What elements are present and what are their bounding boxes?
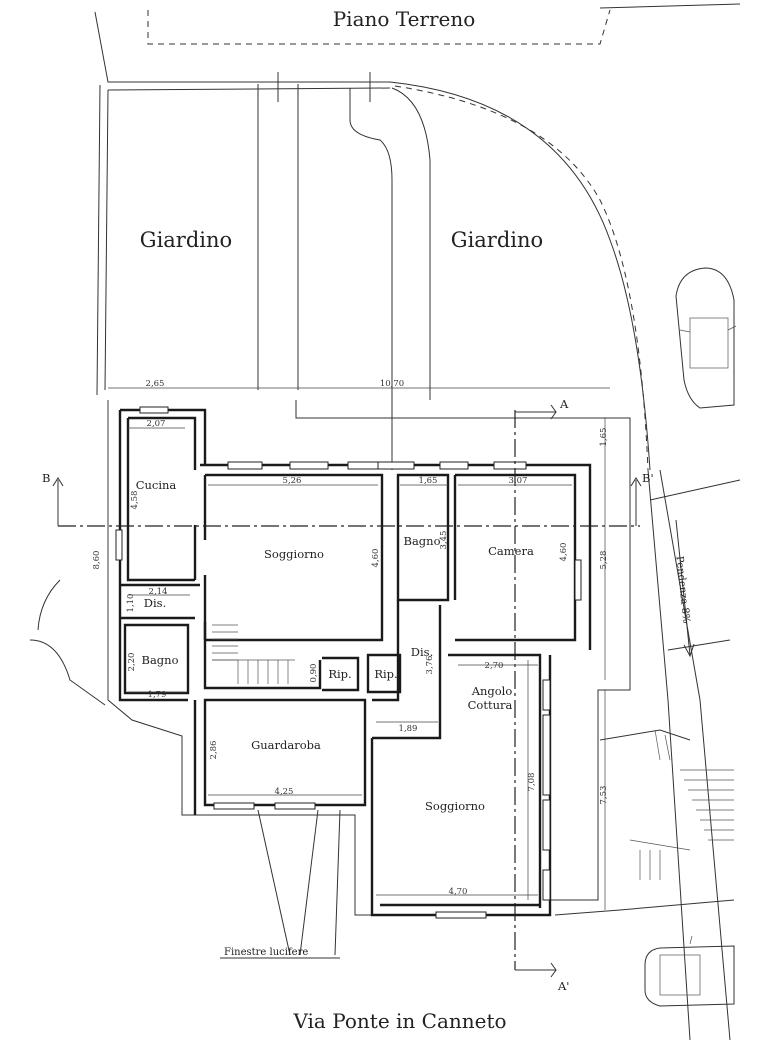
dim-2-70: 2,70 <box>485 661 504 671</box>
pendenza-arrow <box>675 519 691 656</box>
section-b-label-left: B <box>42 471 50 485</box>
east-hatch-line-2 <box>667 639 731 651</box>
west-retaining-curve-2 <box>37 579 61 631</box>
dim-1-79: 1,79 <box>148 690 167 700</box>
finestre-lucifere-callout <box>220 809 341 959</box>
section-b-left-arrow <box>52 477 64 526</box>
dim-4-60-camera: 4,60 <box>559 543 569 562</box>
east-hatch-line <box>649 479 741 501</box>
finestre-lucifere-note: Finestre lucifere <box>224 947 308 958</box>
dim-1-65-vertical: 1,65 <box>599 428 609 447</box>
windows <box>115 406 582 919</box>
dim-3-76: 3,76 <box>425 656 435 675</box>
dim-5-26: 5,26 <box>283 476 302 486</box>
east-boundary-1 <box>647 469 691 1041</box>
dim-3-45: 3,45 <box>439 531 449 550</box>
dim-4-25: 4,25 <box>275 787 294 797</box>
dim-5-28: 5,28 <box>599 551 609 570</box>
dim-2-14: 2,14 <box>149 587 168 597</box>
dim-7-08: 7,08 <box>527 773 537 792</box>
wall-angolo-cottura <box>448 653 542 908</box>
dim-2-07: 2,07 <box>147 419 166 429</box>
car-top-right <box>675 267 737 409</box>
dim-2-65: 2,65 <box>146 379 165 389</box>
west-retaining-curve <box>29 639 106 706</box>
plan-title: Piano Terreno <box>333 7 476 31</box>
wall-rip-1 <box>322 656 360 692</box>
section-a-label-top: A <box>559 397 569 411</box>
dim-8-60: 8,60 <box>92 551 102 570</box>
dim-1-10: 1,10 <box>126 594 136 613</box>
section-a-top-arrow <box>515 404 557 420</box>
garden-label-west: Giardino <box>140 228 232 252</box>
section-b-label-right: B' <box>642 471 654 485</box>
room-soggiorno-south: Soggiorno <box>425 799 485 813</box>
section-a-bottom-arrow <box>515 962 557 978</box>
pendenza-note: Pendenza 8% <box>673 556 691 624</box>
wall-cucina-inner <box>128 416 197 470</box>
east-boundary-2 <box>659 469 731 1041</box>
car-bottom-right <box>644 935 735 1007</box>
drive-inner-edge <box>349 88 393 470</box>
drive-curve-outer <box>389 81 651 471</box>
wall-west <box>118 410 188 702</box>
garden-boundary-inner <box>107 87 391 91</box>
building-outline-west <box>107 400 372 916</box>
dim-4-70: 4,70 <box>449 887 468 897</box>
wall-soggiorno-inner <box>205 473 384 642</box>
garden-label-east: Giardino <box>451 228 543 252</box>
room-camera: Camera <box>488 544 534 558</box>
street-name: Via Ponte in Canneto <box>292 1009 506 1033</box>
section-a-label-bottom: A' <box>557 979 569 993</box>
dim-2-20: 2,20 <box>127 653 137 672</box>
room-soggiorno-main: Soggiorno <box>264 547 324 561</box>
section-b-right-arrow <box>630 477 642 526</box>
room-bagno-top: Bagno <box>404 534 441 548</box>
dim-3-07: 3,07 <box>509 476 528 486</box>
exterior-steps <box>554 729 735 916</box>
property-boundary-top <box>147 9 611 45</box>
dim-2-86: 2,86 <box>209 741 219 760</box>
drive-outer-edge <box>391 87 431 400</box>
room-rip-1: Rip. <box>328 667 351 681</box>
dim-1-65: 1,65 <box>419 476 438 486</box>
wall-cucina-west-inner <box>126 418 195 582</box>
wall-dis-mid-east <box>372 605 442 740</box>
wall-guardaroba <box>203 698 367 807</box>
building-outline-east <box>295 400 631 901</box>
room-rip-2: Rip. <box>374 667 397 681</box>
room-cucina: Cucina <box>136 478 177 492</box>
dim-1-89: 1,89 <box>399 724 418 734</box>
room-dis-mid: Dis. <box>411 645 433 659</box>
boundary-line-top-right <box>599 3 741 9</box>
wall-dis-mid-west <box>372 600 400 702</box>
dim-0-90: 0,90 <box>309 664 319 683</box>
dimension-lines <box>107 387 610 910</box>
room-angolo-cottura-line2: Cottura <box>468 698 513 712</box>
room-dis-left: Dis. <box>144 596 166 610</box>
garden-west-line-outer <box>96 84 101 396</box>
staircase <box>203 622 322 690</box>
dim-7-53: 7,53 <box>599 786 609 805</box>
garden-boundary-north <box>94 11 390 83</box>
wall-bagno-top <box>396 473 450 602</box>
pendenza-arrowhead <box>683 643 695 658</box>
dim-4-58: 4,58 <box>130 491 140 510</box>
room-guardaroba: Guardaroba <box>251 738 321 752</box>
room-angolo-cottura-line1: Angolo <box>471 684 513 698</box>
drive-curve-dashed <box>394 85 649 471</box>
garden-west-line <box>104 89 109 391</box>
dim-10-70: 10,70 <box>380 379 404 389</box>
dim-4-60-soggiorno: 4,60 <box>371 549 381 568</box>
wall-bagno-left <box>123 623 190 695</box>
room-bagno-left: Bagno <box>142 653 179 667</box>
wall-rip-2 <box>366 653 402 694</box>
